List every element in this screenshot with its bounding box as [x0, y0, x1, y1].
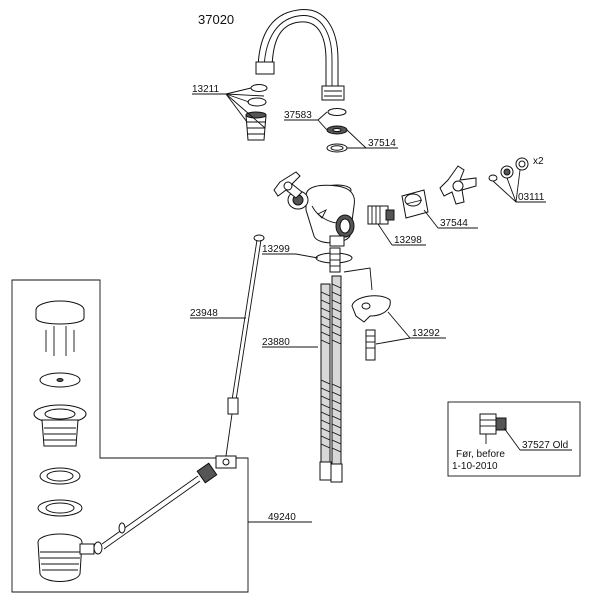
flexible-hoses — [319, 267, 373, 483]
seal-rings — [326, 108, 348, 153]
leader-lines-37514 — [346, 129, 398, 149]
part-label-23948: 23948 — [190, 308, 218, 319]
inset-old-part-frame — [447, 401, 581, 477]
leader-line-37544 — [423, 209, 478, 229]
quantity-x2-label: x2 — [533, 156, 544, 167]
cross-handle-right — [439, 165, 477, 205]
waste-parts — [33, 300, 237, 582]
leader-line-13298 — [377, 223, 426, 246]
part-label-23880: 23880 — [262, 337, 290, 348]
waste-assembly-frame — [11, 279, 249, 593]
inset-part-label-37527: 37527 Old — [522, 440, 568, 451]
inset-note-line2: 1-10-2010 — [452, 461, 498, 472]
aerator-parts — [245, 84, 268, 141]
part-label-13298: 13298 — [394, 235, 422, 246]
part-label-37514: 37514 — [368, 138, 396, 149]
mixer-body — [273, 171, 355, 273]
part-label-37544: 37544 — [440, 218, 468, 229]
model-number-title: 37020 — [198, 12, 234, 27]
handle-sleeve-37544 — [401, 189, 429, 219]
part-label-03111: 03111 — [518, 192, 545, 203]
part-label-49240: 49240 — [268, 512, 296, 523]
leader-lines-03111 — [492, 169, 546, 203]
cap-and-screw-03111 — [488, 157, 529, 182]
part-label-37583: 37583 — [284, 110, 312, 121]
part-label-13292: 13292 — [412, 328, 440, 339]
spout — [255, 9, 345, 101]
leader-lines-13292 — [375, 311, 446, 345]
leader-lines-13211 — [192, 87, 266, 129]
popup-rod — [225, 234, 265, 457]
valve-cartridge-13298 — [367, 205, 395, 225]
part-label-13211: 13211 — [192, 84, 220, 95]
inset-leader-line — [503, 427, 572, 451]
inset-note-line1: Før, before — [456, 449, 505, 460]
leader-lines-37583 — [284, 111, 328, 131]
part-label-13299: 13299 — [262, 244, 290, 255]
leader-line-13299 — [262, 253, 319, 259]
mounting-bracket — [351, 295, 391, 361]
